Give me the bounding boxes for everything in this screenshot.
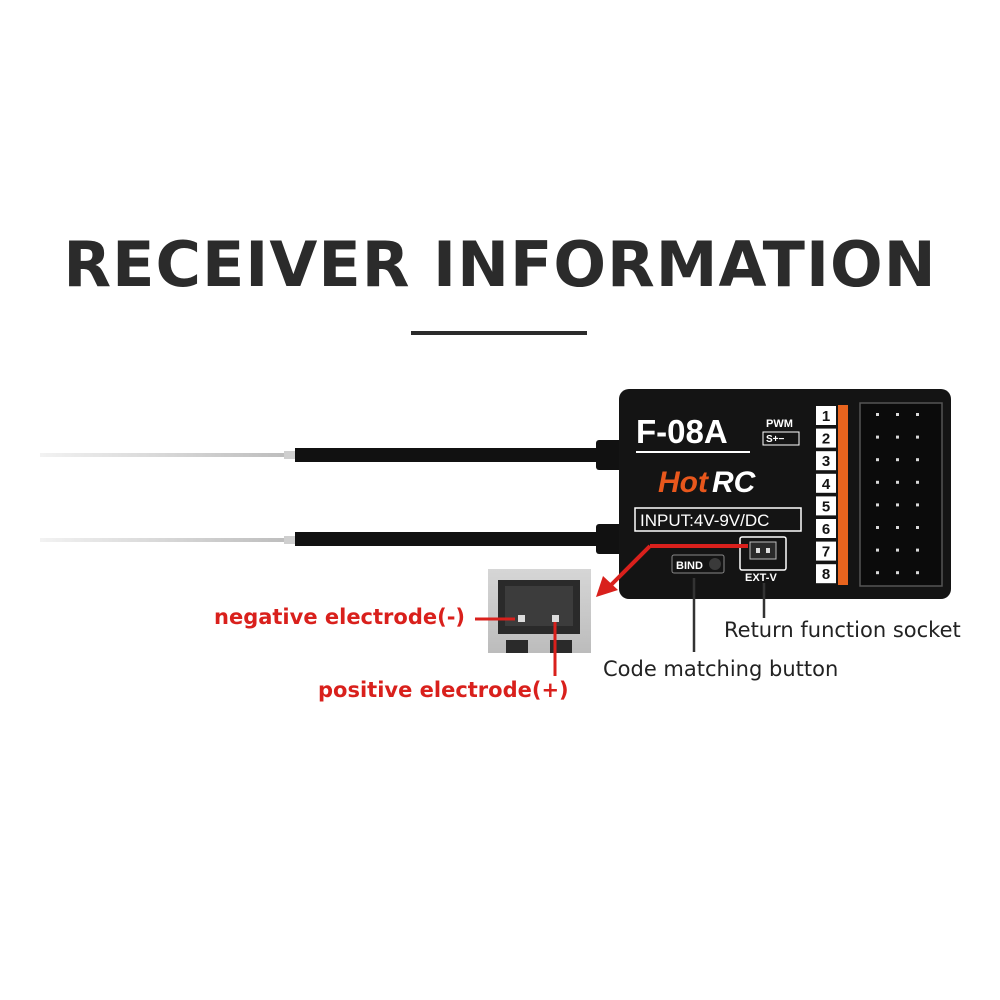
- bind-button-dot: [709, 558, 721, 570]
- antenna-bottom: [40, 532, 601, 546]
- header-pin: [896, 458, 899, 462]
- bind-button[interactable]: [671, 554, 725, 574]
- positive-electrode-label: positive electrode(+): [318, 678, 569, 702]
- channel-number-1: 1: [822, 408, 830, 425]
- header-pin: [896, 480, 899, 484]
- channel-number-2: 2: [822, 431, 830, 448]
- header-pin: [916, 435, 919, 439]
- channel-numbers: 1 2 3 4 5 6 7 8: [816, 406, 836, 584]
- antenna-grommet-bottom: [596, 524, 626, 554]
- header-pin: [876, 480, 879, 484]
- channel-color-strip: [838, 405, 848, 585]
- connector-closeup: [488, 569, 591, 653]
- channel-number-7: 7: [822, 544, 830, 561]
- header-pin: [916, 413, 919, 416]
- input-spec-label: INPUT:4V-9V/DC: [640, 511, 769, 530]
- header-pin: [876, 458, 879, 462]
- title-underline: [411, 331, 587, 335]
- header-pin: [876, 435, 879, 439]
- pin-label: S+−: [766, 434, 785, 445]
- channel-number-6: 6: [822, 521, 830, 538]
- header-pin: [916, 503, 919, 507]
- channel-box: [816, 496, 836, 516]
- header-pin: [896, 571, 899, 575]
- antenna-top: [40, 448, 601, 462]
- code-button-label: Code matching button: [603, 657, 839, 681]
- return-socket-label: Return function socket: [724, 618, 961, 642]
- channel-number-8: 8: [822, 566, 830, 583]
- channel-number-3: 3: [822, 453, 830, 470]
- header-pin: [876, 503, 879, 507]
- header-pin: [896, 413, 899, 416]
- channel-box: [816, 541, 836, 561]
- header-pin: [876, 526, 879, 529]
- channel-box: [816, 451, 836, 471]
- header-pin: [896, 526, 899, 529]
- header-pin: [916, 458, 919, 462]
- header-pin: [896, 435, 899, 439]
- header-pin: [916, 571, 919, 575]
- header-pin: [896, 503, 899, 507]
- channel-box: [816, 428, 836, 448]
- pwm-label: PWM: [766, 418, 793, 430]
- header-pin: [916, 526, 919, 529]
- page-title: RECEIVER INFORMATION: [63, 228, 937, 301]
- header-pin: [916, 480, 919, 484]
- pin-grid: [876, 413, 919, 575]
- bind-label: BIND: [676, 560, 703, 572]
- header-pin: [896, 548, 899, 552]
- channel-box: [816, 406, 836, 425]
- header-pin: [876, 413, 879, 416]
- input-spec-box: [634, 507, 802, 532]
- channel-box: [816, 473, 836, 493]
- negative-electrode-label: negative electrode(-): [214, 605, 466, 629]
- servo-pin-header: [859, 402, 943, 587]
- header-pin: [876, 548, 879, 552]
- zoom-arrow: [596, 544, 748, 597]
- channel-number-5: 5: [822, 498, 830, 515]
- antenna-grommet-top: [596, 440, 626, 470]
- model-label: F-08A: [636, 413, 728, 450]
- channel-number-4: 4: [822, 476, 831, 493]
- channel-box: [816, 519, 836, 538]
- header-pin: [916, 548, 919, 552]
- ext-v-label: EXT-V: [745, 572, 777, 584]
- header-pin: [876, 571, 879, 575]
- channel-box: [816, 564, 836, 584]
